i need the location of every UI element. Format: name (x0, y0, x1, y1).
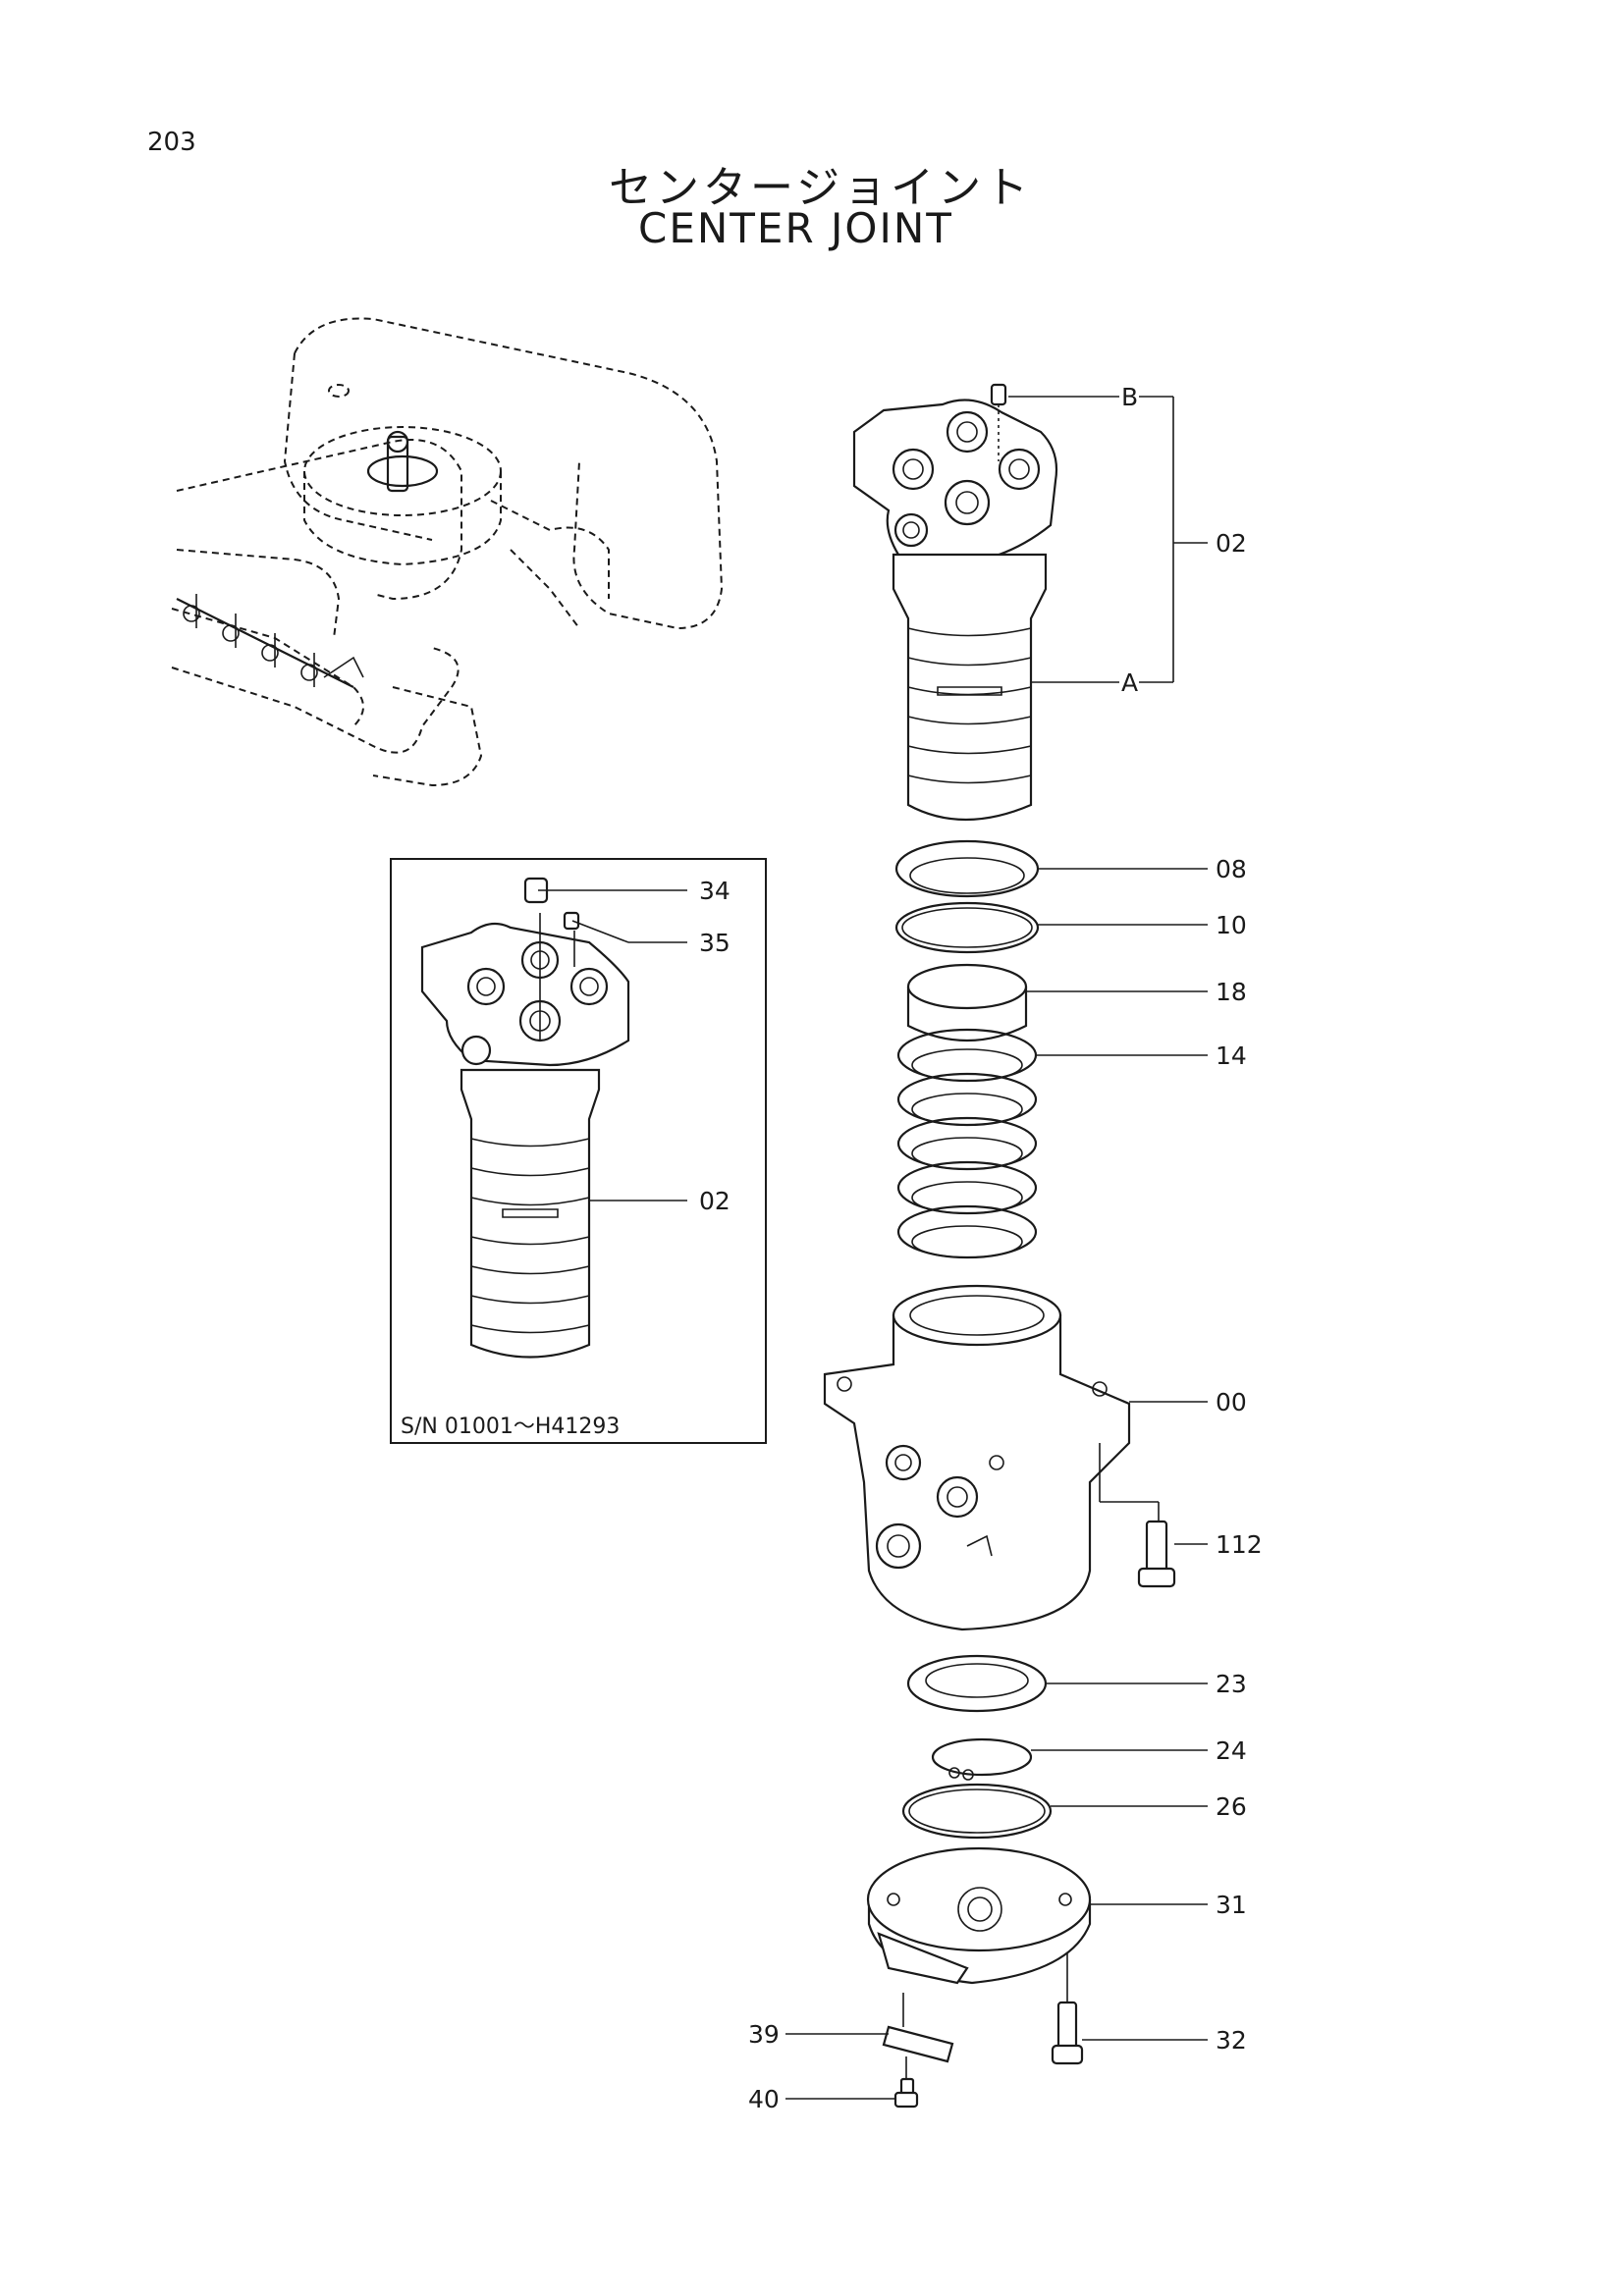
undercarriage-illustration (171, 317, 724, 787)
callout-23: 23 (1216, 1670, 1247, 1698)
callout-31: 31 (1216, 1891, 1247, 1919)
inset-serial-note: S/N 01001～H41293 (401, 1415, 620, 1439)
inset-callout-35: 35 (699, 929, 730, 957)
callout-39: 39 (748, 2020, 780, 2049)
inset-old-version (390, 858, 767, 1444)
callout-10: 10 (1216, 911, 1247, 939)
callout-32: 32 (1216, 2026, 1247, 2055)
callout-A: A (1121, 668, 1138, 697)
page-number: 203 (147, 128, 196, 157)
callout-18: 18 (1216, 978, 1247, 1006)
callout-02: 02 (1216, 529, 1247, 558)
inset-callout-02: 02 (699, 1187, 730, 1215)
exploded-assembly (823, 383, 1176, 2109)
leader-lines (785, 396, 1208, 2100)
callout-26: 26 (1216, 1792, 1247, 1821)
callout-08: 08 (1216, 855, 1247, 883)
title-english: CENTER JOINT (638, 204, 953, 252)
callout-40: 40 (748, 2085, 780, 2113)
callout-24: 24 (1216, 1736, 1247, 1765)
inset-callout-34: 34 (699, 877, 730, 905)
callout-14: 14 (1216, 1041, 1247, 1070)
callout-B: B (1121, 383, 1138, 411)
title-japanese: センタージョイント (609, 163, 1033, 213)
callout-00: 00 (1216, 1388, 1247, 1416)
callout-112: 112 (1216, 1530, 1263, 1559)
